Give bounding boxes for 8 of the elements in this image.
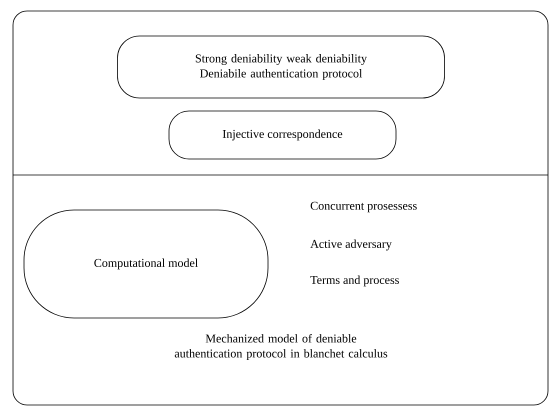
text-label: Concurrent prosessess — [310, 202, 417, 212]
rounded-box: Strong deniability weak deniability Deniabile authentication protocol — [117, 36, 445, 98]
text-label: Mechanized model of deniable authentication protocol in blanchet calculus — [174, 334, 388, 360]
rounded-box: Injective correspondence — [168, 110, 396, 160]
rounded-box: Computational model — [24, 210, 268, 318]
text-label: Terms and process — [310, 276, 399, 286]
frame-box — [12, 10, 548, 406]
text-label: Active adversary — [310, 240, 392, 250]
